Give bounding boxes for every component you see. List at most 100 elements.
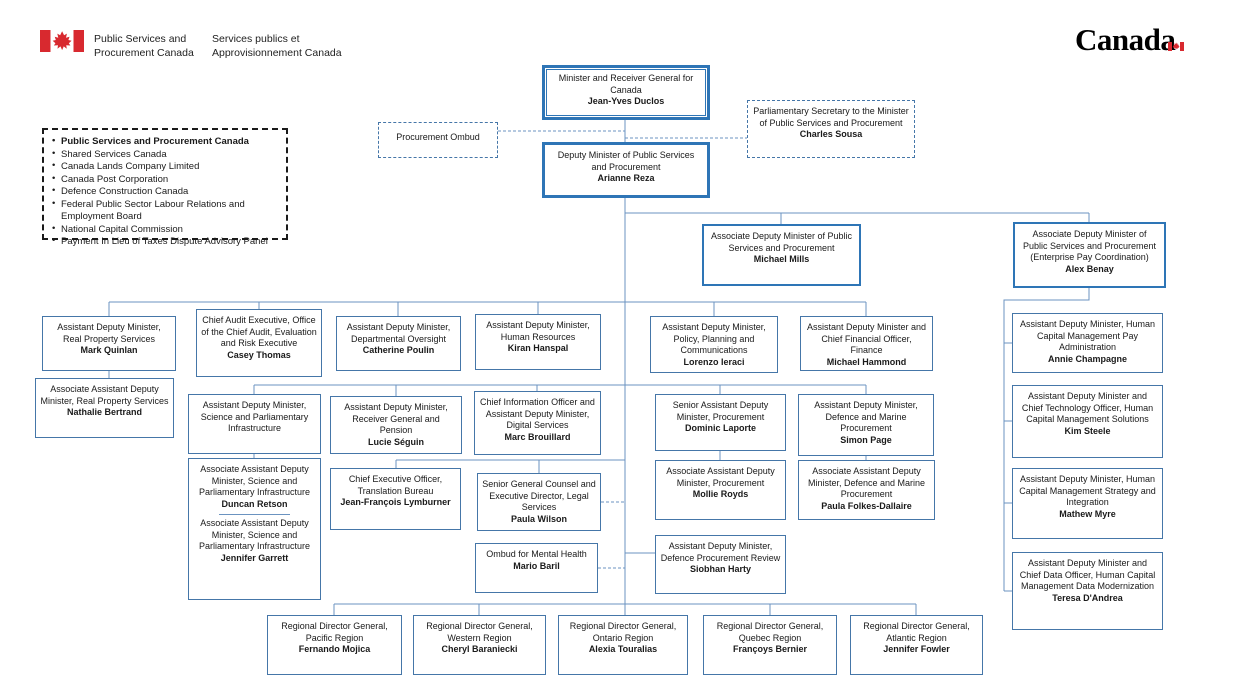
role-title: Associate Assistant Deputy Minister, Sci… [198, 518, 311, 552]
org-node-fowler: Regional Director General, Atlantic Regi… [850, 615, 983, 675]
role-title: Regional Director General, Western Regio… [426, 621, 533, 643]
role-title: Associate Assistant Deputy Minister, Pro… [666, 466, 775, 488]
person-name: Dominic Laporte [684, 423, 756, 434]
role-title: Assistant Deputy Minister, Science and P… [200, 400, 309, 434]
person-name: Catherine Poulin [362, 345, 435, 356]
role-title: Assistant Deputy Minister, Human Resourc… [486, 320, 590, 342]
org-node-ieraci: Assistant Deputy Minister, Policy, Plann… [650, 316, 778, 373]
portfolio-item: Public Services and Procurement Canada [50, 135, 280, 149]
department-name-fr: Services publics et Approvisionnement Ca… [212, 33, 342, 60]
role-title: Chief Executive Officer, Translation Bur… [348, 474, 443, 496]
role-title: Deputy Minister of Public Services and P… [557, 150, 695, 172]
role-title: Senior Assistant Deputy Minister, Procur… [672, 400, 769, 422]
canada-wordmark: Canada [1075, 22, 1184, 58]
brand-fr-line1: Services publics et [212, 33, 300, 45]
org-node-hanspal: Assistant Deputy Minister, Human Resourc… [475, 314, 601, 370]
brand-en-line1: Public Services and [94, 33, 187, 45]
portfolio-item: Canada Lands Company Limited [50, 160, 280, 174]
person-name: Charles Sousa [799, 129, 863, 140]
org-node-laporte: Senior Assistant Deputy Minister, Procur… [655, 394, 786, 451]
org-node-parl-sec: Parliamentary Secretary to the Minister … [747, 100, 915, 158]
portfolio-item: Defence Construction Canada [50, 185, 280, 199]
org-node-hammond: Assistant Deputy Minister and Chief Fina… [800, 316, 933, 371]
org-node-bertrand: Associate Assistant Deputy Minister, Rea… [35, 378, 174, 438]
department-name-en: Public Services and Procurement Canada [94, 33, 194, 60]
person-name: Françoys Bernier [732, 644, 808, 655]
person-name: Paula Wilson [511, 513, 567, 524]
person-name: Lucie Séguin [367, 436, 424, 447]
person-name: Marc Brouillard [504, 431, 571, 442]
person-name: Fernando Mojica [298, 644, 371, 655]
org-node-myre: Assistant Deputy Minister, Human Capital… [1012, 468, 1163, 539]
org-node-sci-adm: Assistant Deputy Minister, Science and P… [188, 394, 321, 454]
role-title: Regional Director General, Quebec Region [716, 621, 824, 643]
person-name: Jennifer Garrett [220, 552, 289, 563]
person-name: Alex Benay [1065, 263, 1114, 274]
person-name: Jennifer Fowler [883, 644, 950, 655]
org-node-dandrea: Assistant Deputy Minister and Chief Data… [1012, 552, 1163, 630]
role-title: Associate Assistant Deputy Minister, Rea… [40, 384, 169, 406]
org-node-mojica: Regional Director General, Pacific Regio… [267, 615, 402, 675]
org-node-quinlan: Assistant Deputy Minister, Real Property… [42, 316, 176, 371]
person-name: Siobhan Harty [689, 564, 751, 575]
role-title: Parliamentary Secretary to the Minister … [753, 106, 909, 128]
org-node-mills: Associate Deputy Minister of Public Serv… [702, 224, 861, 286]
role-title: Associate Assistant Deputy Minister, Sci… [198, 464, 311, 498]
org-node-steele: Assistant Deputy Minister and Chief Tech… [1012, 385, 1163, 458]
portfolio-item: Shared Services Canada [50, 148, 280, 162]
person-name: Duncan Retson [221, 498, 288, 509]
role-title: Chief Information Officer and Assistant … [480, 397, 595, 431]
portfolio-item: National Capital Commission [50, 223, 280, 237]
org-node-wilson: Senior General Counsel and Executive Dir… [477, 473, 601, 531]
role-title: Assistant Deputy Minister, Defence and M… [814, 400, 918, 434]
role-title: Regional Director General, Ontario Regio… [569, 621, 677, 643]
org-node-folkes: Associate Assistant Deputy Minister, Def… [798, 460, 935, 520]
role-title: Regional Director General, Pacific Regio… [281, 621, 388, 643]
role-title: Associate Assistant Deputy Minister, Def… [807, 466, 926, 500]
portfolio-item: Federal Public Sector Labour Relations a… [50, 198, 280, 224]
role-title: Assistant Deputy Minister and Chief Data… [1019, 558, 1156, 592]
person-name: Lorenzo Ieraci [683, 356, 745, 367]
person-name: Jean-François Lymburner [340, 497, 451, 508]
person-name: Arianne Reza [597, 173, 655, 184]
entry-divider [218, 514, 291, 516]
org-node-champagne: Assistant Deputy Minister, Human Capital… [1012, 313, 1163, 373]
org-node-deputy: Deputy Minister of Public Services and P… [542, 142, 710, 198]
role-title: Associate Deputy Minister of Public Serv… [1022, 229, 1157, 263]
role-title: Assistant Deputy Minister, Receiver Gene… [344, 402, 448, 436]
role-title: Assistant Deputy Minister, Defence Procu… [660, 541, 781, 563]
org-node-minister: Minister and Receiver General for Canada… [542, 65, 710, 120]
portfolio-item: Payment In Lieu of Taxes Dispute Advisor… [50, 235, 280, 249]
org-node-poulin: Assistant Deputy Minister, Departmental … [336, 316, 461, 371]
role-title: Assistant Deputy Minister, Departmental … [346, 322, 451, 344]
person-name: Michael Mills [753, 254, 810, 265]
portfolio-organizations-list: Public Services and Procurement CanadaSh… [42, 128, 288, 247]
org-node-brouillard: Chief Information Officer and Assistant … [474, 391, 601, 455]
person-name: Alexia Touralias [588, 644, 658, 655]
brand-en-line2: Procurement Canada [94, 46, 194, 59]
role-title: Ombud for Mental Health [486, 549, 587, 559]
org-node-royds: Associate Assistant Deputy Minister, Pro… [655, 460, 786, 520]
org-node-thomas: Chief Audit Executive, Office of the Chi… [196, 309, 322, 377]
org-node-bernier: Regional Director General, Quebec Region… [703, 615, 837, 675]
person-name: Mathew Myre [1059, 508, 1116, 519]
role-title: Senior General Counsel and Executive Dir… [482, 479, 596, 513]
role-title: Minister and Receiver General for Canada [558, 73, 694, 95]
person-name: Jean-Yves Duclos [587, 96, 665, 107]
person-name: Mario Baril [513, 560, 560, 571]
person-name: Annie Champagne [1047, 353, 1127, 364]
brand-fr-line2: Approvisionnement Canada [212, 46, 342, 59]
org-node-touralias: Regional Director General, Ontario Regio… [558, 615, 688, 675]
role-title: Assistant Deputy Minister, Human Capital… [1019, 474, 1156, 508]
portfolio-item: Canada Post Corporation [50, 173, 280, 187]
person-name: Simon Page [840, 434, 892, 445]
org-node-baraniecki: Regional Director General, Western Regio… [413, 615, 546, 675]
person-name: Kiran Hanspal [507, 343, 569, 354]
org-node-benay: Associate Deputy Minister of Public Serv… [1013, 222, 1166, 288]
portfolio-items: Public Services and Procurement CanadaSh… [50, 135, 280, 249]
role-title: Assistant Deputy Minister and Chief Fina… [806, 322, 927, 356]
role-title: Assistant Deputy Minister, Real Property… [57, 322, 161, 344]
